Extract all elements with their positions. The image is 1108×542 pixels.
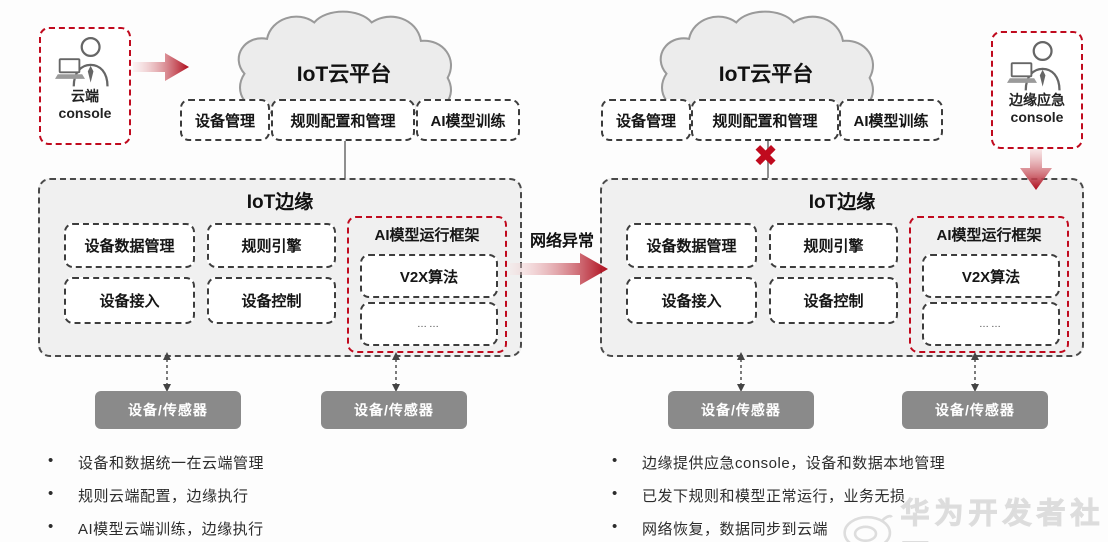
ai-runtime-frame-title: AI模型运行框架	[374, 227, 480, 244]
watermark-text: 华为开发者社区	[900, 498, 1105, 542]
edge-box-device-control: 设备控制	[769, 277, 898, 324]
edge-box-device-control: 设备控制	[207, 277, 336, 324]
cloud-shape	[659, 10, 875, 114]
cloud-edge-connector-broken	[767, 137, 769, 178]
cloud-platform-title: IoT云平台	[718, 63, 814, 86]
device-sensor-box: 设备/传感器	[902, 391, 1048, 429]
edge-device-updown-arrow	[737, 352, 745, 392]
edge-box-device-access: 设备接入	[64, 277, 195, 324]
cloud-console-box: 云端 console	[39, 27, 131, 145]
disconnected-x-icon: ✖	[753, 140, 779, 173]
note-text: 已发下规则和模型正常运行，业务无损	[642, 488, 906, 505]
edge-box-rule-engine: 规则引擎	[207, 223, 336, 268]
console-to-cloud-arrow	[133, 53, 189, 81]
operator-person-icon	[55, 36, 109, 87]
iot-edge-container: IoT边缘 设备数据管理 规则引擎 设备接入 设备控制 AI模型运行框架 V2X…	[600, 178, 1084, 357]
edge-box-device-data-mgmt: 设备数据管理	[64, 223, 195, 268]
list-item: • 已发下规则和模型正常运行，业务无损	[612, 485, 945, 506]
cloud-platform-title: IoT云平台	[296, 63, 392, 86]
network-exception-arrow	[510, 253, 608, 285]
edge-device-updown-arrow	[971, 352, 979, 392]
bullet-dot: •	[612, 485, 618, 502]
edge-emergency-console-box: 边缘应急 console	[991, 31, 1083, 149]
cloud-edge-connector	[344, 137, 346, 178]
list-item: • 设备和数据统一在云端管理	[48, 452, 264, 473]
bullet-dot: •	[612, 518, 618, 535]
cloud-console-label-line2: console	[58, 105, 112, 121]
bullet-dot: •	[48, 485, 54, 502]
ai-model-runtime-frame: AI模型运行框架 V2X算法 ……	[347, 216, 507, 353]
note-text: AI模型云端训练，边缘执行	[78, 521, 264, 538]
edge-box-device-data-mgmt: 设备数据管理	[626, 223, 757, 268]
more-algorithms-box: ……	[360, 302, 498, 346]
cloud-box-device-management: 设备管理	[601, 99, 691, 141]
cloud-console-label-line1: 云端	[71, 88, 99, 104]
network-exception-label: 网络异常	[529, 233, 594, 250]
console-to-edge-arrow	[1020, 146, 1052, 190]
note-text: 边缘提供应急console，设备和数据本地管理	[642, 455, 946, 472]
edge-console-label-line2: console	[1010, 109, 1064, 125]
iot-edge-title: IoT边缘	[808, 192, 876, 213]
watermark-swirl-logo	[843, 514, 893, 542]
device-sensor-box: 设备/传感器	[668, 391, 814, 429]
v2x-algorithm-box: V2X算法	[360, 254, 498, 298]
cloud-box-rule-config: 规则配置和管理	[271, 99, 415, 141]
cloud-box-ai-training: AI模型训练	[839, 99, 943, 141]
watermark: 华为开发者社区	[842, 490, 1108, 542]
cloud-box-ai-training: AI模型训练	[416, 99, 520, 141]
ai-model-runtime-frame: AI模型运行框架 V2X算法 ……	[909, 216, 1069, 353]
edge-device-updown-arrow	[392, 352, 400, 392]
note-text: 规则云端配置，边缘执行	[78, 488, 249, 505]
right-notes-list: • 边缘提供应急console，设备和数据本地管理 • 已发下规则和模型正常运行，业…	[612, 452, 945, 539]
bullet-dot: •	[48, 518, 54, 535]
note-text: 网络恢复，数据同步到云端	[642, 521, 829, 538]
more-algorithms-box: ……	[922, 302, 1060, 346]
list-item: • 规则云端配置，边缘执行	[48, 485, 264, 506]
bullet-dot: •	[48, 452, 54, 469]
edge-device-updown-arrow	[163, 352, 171, 392]
bullet-dot: •	[612, 452, 618, 469]
edge-console-label-line1: 边缘应急	[1009, 92, 1065, 108]
cloud-box-rule-config: 规则配置和管理	[691, 99, 839, 141]
list-item: • 网络恢复，数据同步到云端	[612, 518, 945, 539]
cloud-box-device-management: 设备管理	[180, 99, 270, 141]
note-text: 设备和数据统一在云端管理	[78, 455, 265, 472]
ai-runtime-frame-title: AI模型运行框架	[936, 227, 1042, 244]
edge-box-rule-engine: 规则引擎	[769, 223, 898, 268]
cloud-shape	[237, 10, 453, 114]
device-sensor-box: 设备/传感器	[321, 391, 467, 429]
iot-edge-title: IoT边缘	[246, 192, 314, 213]
device-sensor-box: 设备/传感器	[95, 391, 241, 429]
list-item: • AI模型云端训练，边缘执行	[48, 518, 264, 539]
edge-box-device-access: 设备接入	[626, 277, 757, 324]
left-notes-list: • 设备和数据统一在云端管理 • 规则云端配置，边缘执行 • AI模型云端训练，边缘执…	[48, 452, 264, 539]
v2x-algorithm-box: V2X算法	[922, 254, 1060, 298]
list-item: • 边缘提供应急console，设备和数据本地管理	[612, 452, 945, 473]
iot-edge-container: IoT边缘 设备数据管理 规则引擎 设备接入 设备控制 AI模型运行框架 V2X…	[38, 178, 522, 357]
operator-person-icon	[1007, 40, 1061, 91]
